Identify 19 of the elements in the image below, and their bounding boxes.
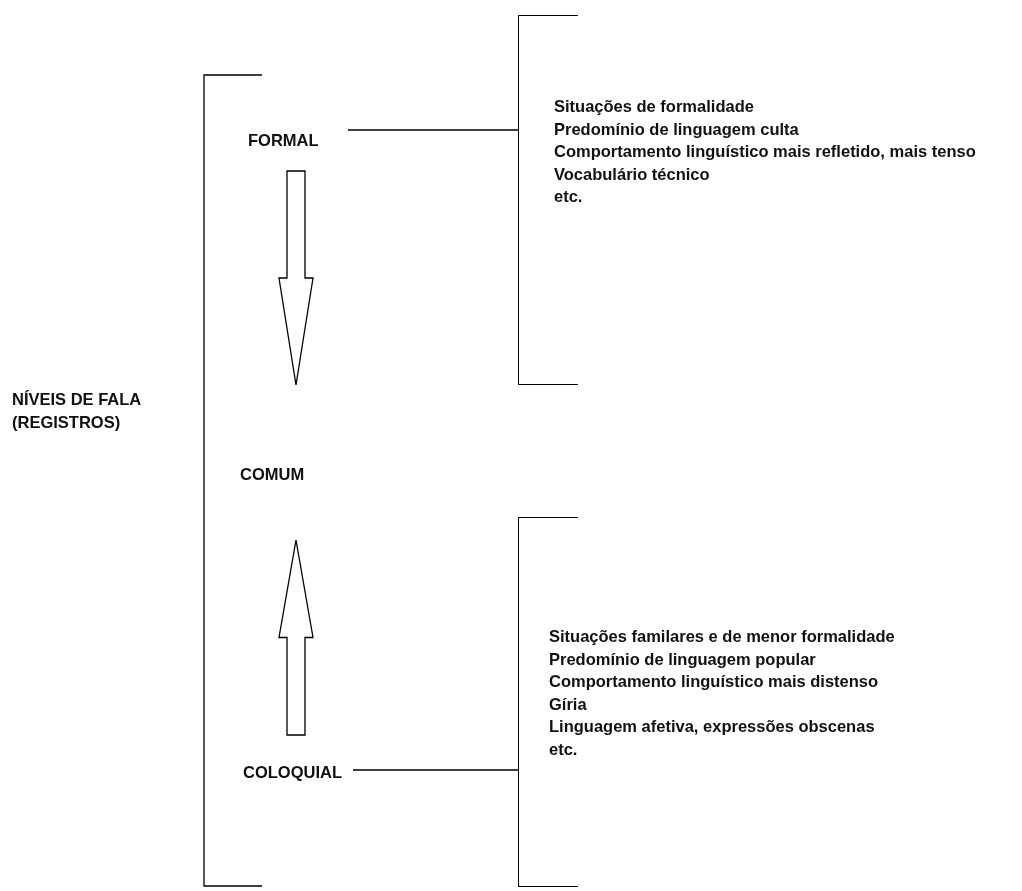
connector-line [352, 769, 519, 771]
level-label: COLOQUIAL [243, 762, 343, 783]
list-item: Comportamento linguístico mais refletido, mais tenso [554, 141, 977, 163]
list-item: etc. [554, 186, 584, 208]
list-item: Predomínio de linguagem culta [554, 118, 800, 140]
level-label: COMUM [240, 464, 306, 485]
block-arrow [278, 539, 314, 736]
level-label: FORMAL [248, 130, 320, 151]
list-item: Predomínio de linguagem popular [549, 648, 817, 670]
list-item: Vocabulário técnico [554, 163, 711, 185]
list-item: Situações familares e de menor formalidade [549, 626, 896, 647]
connector-line [347, 129, 519, 131]
list-item: Comportamento linguístico mais distenso [549, 671, 880, 693]
level-label: NÍVEIS DE FALA (REGISTROS) [12, 389, 142, 433]
list-item: Linguagem afetiva, expressões obscenas [549, 716, 876, 738]
list-item: etc. [549, 738, 579, 760]
block-arrow [278, 170, 314, 386]
list-item: Situações de formalidade [554, 96, 755, 117]
list-item: Gíria [549, 693, 588, 715]
